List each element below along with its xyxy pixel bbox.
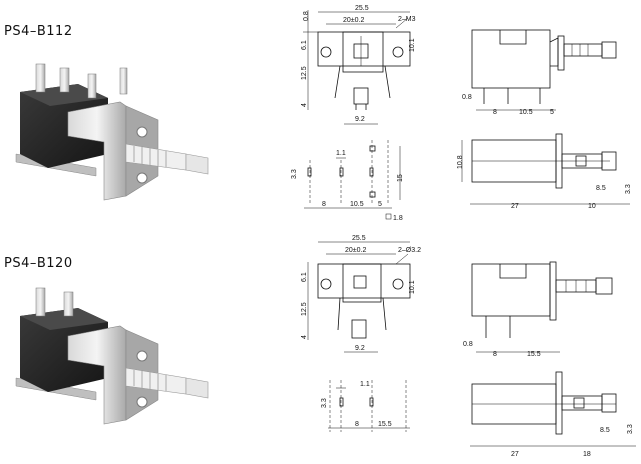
side-dim-3: 10.5 [519, 109, 533, 116]
front-view-b112: 25.5 20±0.2 2–M3 0.8 6.1 12.5 4 10.1 9.2 [301, 5, 416, 125]
switch-photo-b120 [15, 287, 209, 425]
hole-note: 2–M3 [398, 16, 416, 23]
plan-dim-4: 3.3 [625, 184, 632, 194]
b120-pin-dim-4: 15.5 [378, 421, 392, 428]
b120-dim-width: 25.5 [352, 235, 366, 242]
switch-photo-b112 [15, 63, 209, 201]
model-label-b120: PS4–B120 [4, 256, 73, 271]
pin-layout-b120: 1.1 3.3 8 15.5 [321, 380, 410, 432]
pin-dim-1: 1.1 [336, 150, 346, 157]
b120-dim-hole-height: 10.1 [409, 280, 416, 294]
b120-plan-dim-2: 18 [583, 451, 591, 458]
pin-dim-3: 8 [322, 201, 326, 208]
dim-body: 12.5 [301, 66, 308, 80]
plan-dim-2: 10 [588, 203, 596, 210]
plan-height: 10.8 [457, 155, 464, 169]
pin-dim-5: 5 [378, 201, 382, 208]
front-view-b120: 25.5 20±0.2 2–Ø3.2 6.1 12.5 4 10.1 9.2 [301, 235, 421, 353]
b120-dim-hole-spacing: 20±0.2 [345, 247, 366, 254]
plan-view-b120: 27 18 8.5 3.3 [470, 371, 636, 458]
dim-hole-spacing: 20±0.2 [343, 17, 364, 24]
dim-hole-height: 10.1 [409, 38, 416, 52]
pin-dim-6: 15 [397, 174, 404, 182]
dim-pin: 4 [301, 103, 308, 107]
b120-dim-pin: 4 [301, 335, 308, 339]
b120-pin-dim-1: 1.1 [360, 381, 370, 388]
b120-pin-dim-3: 8 [355, 421, 359, 428]
b120-dim-body: 12.5 [301, 302, 308, 316]
b120-plan-dim-3: 8.5 [600, 427, 610, 434]
b120-hole-note: 2–Ø3.2 [398, 247, 421, 254]
side-view-b120: 0.8 8 15.5 [463, 261, 613, 358]
b120-side-dim-3: 15.5 [527, 351, 541, 358]
b120-side-dim-2: 8 [493, 351, 497, 358]
dim-base: 9.2 [355, 116, 365, 123]
plan-view-b112: 27 10 8.5 3.3 10.8 [457, 133, 632, 210]
dim-width-total: 25.5 [355, 5, 369, 12]
side-view-b112: 0.8 8 10.5 5 [462, 29, 617, 116]
b120-dim-upper: 6.1 [301, 272, 308, 282]
pin-dim-4: 10.5 [350, 201, 364, 208]
dim-top-offset: 0.8 [303, 11, 310, 21]
b120-side-dim-1: 0.8 [463, 341, 473, 348]
pin-dim-7: 1.8 [393, 215, 403, 222]
side-dim-4: 5 [550, 109, 554, 116]
b120-pin-dim-2: 3.3 [321, 398, 328, 408]
dim-upper: 6.1 [301, 40, 308, 50]
b120-plan-dim-4: 3.3 [627, 424, 634, 434]
plan-dim-1: 27 [511, 203, 519, 210]
side-dim-1: 0.8 [462, 94, 472, 101]
b120-plan-dim-1: 27 [511, 451, 519, 458]
side-dim-2: 8 [493, 109, 497, 116]
model-label-b112: PS4–B112 [4, 24, 73, 39]
pin-dim-2: 3.3 [291, 169, 298, 179]
pin-layout-b112: 1.1 3.3 8 10.5 5 15 1.8 [291, 140, 404, 222]
plan-dim-3: 8.5 [596, 185, 606, 192]
b120-dim-base: 9.2 [355, 345, 365, 352]
